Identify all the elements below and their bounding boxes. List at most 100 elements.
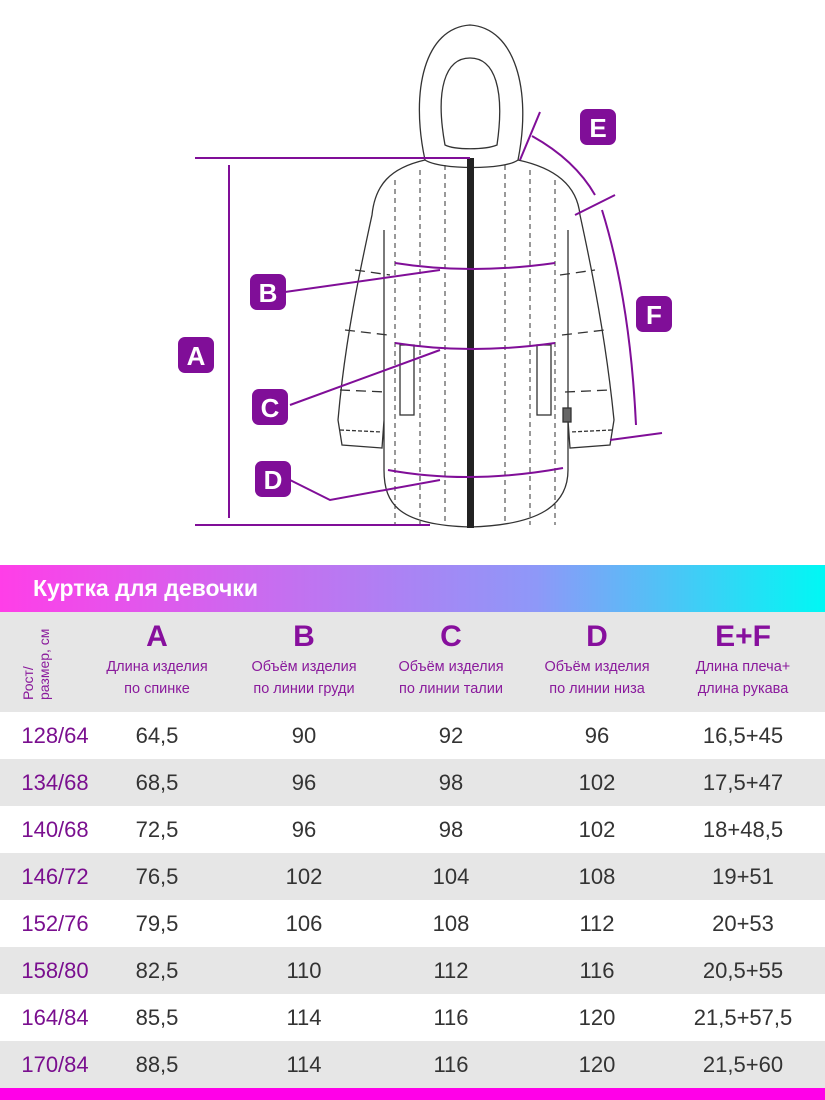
- label-a: A: [178, 337, 214, 373]
- table-row: 140/68 72,5 96 98 102 18+48,5: [0, 806, 825, 853]
- svg-text:F: F: [646, 300, 662, 330]
- table-row: 146/72 76,5 102 104 108 19+51: [0, 853, 825, 900]
- header-desc: по линии талии: [399, 681, 503, 697]
- label-f: F: [636, 296, 672, 332]
- header-letter: A: [146, 620, 168, 653]
- value-cell: 64,5: [135, 723, 179, 748]
- size-cell: 152/76: [21, 911, 89, 936]
- chart-title: Куртка для девочки: [33, 575, 258, 601]
- measurement-lines: [195, 111, 663, 526]
- value-cell: 112: [433, 958, 469, 983]
- label-d: D: [255, 461, 291, 497]
- zipper: [467, 158, 474, 528]
- value-cell: 96: [291, 817, 317, 842]
- value-cell: 92: [438, 723, 464, 748]
- value-cell: 120: [578, 1005, 616, 1030]
- size-cell: 140/68: [21, 817, 89, 842]
- value-cell: 116: [579, 958, 615, 983]
- value-cell: 90: [291, 723, 317, 748]
- table-row: 164/84 85,5 114 116 120 21,5+57,5: [0, 994, 825, 1041]
- size-cell: 128/64: [21, 723, 89, 748]
- value-cell: 102: [578, 817, 616, 842]
- value-cell: 88,5: [135, 1052, 179, 1077]
- table-header: Рост/ размер, см A Длина изделия по спинке…: [0, 612, 825, 712]
- table-row: 134/68 68,5 96 98 102 17,5+47: [0, 759, 825, 806]
- header-col-d: D Объём изделия по линии низа: [524, 612, 670, 700]
- footer-bar: [0, 1088, 825, 1100]
- table-row: 158/80 82,5 110 112 116 20,5+55: [0, 947, 825, 994]
- value-cell: 76,5: [135, 864, 179, 889]
- value-cell: 120: [578, 1052, 616, 1077]
- value-cell: 20,5+55: [702, 958, 784, 983]
- value-cell: 19+51: [712, 864, 774, 889]
- size-cell: 170/84: [21, 1052, 89, 1077]
- header-desc: Длина изделия: [106, 659, 208, 675]
- value-cell: 96: [291, 770, 317, 795]
- size-column-header: Рост/ размер, см: [20, 610, 52, 700]
- header-col-b: B Объём изделия по линии груди: [231, 612, 377, 700]
- header-col-a: A Длина изделия по спинке: [84, 612, 230, 700]
- value-cell: 85,5: [135, 1005, 179, 1030]
- label-c: C: [252, 389, 288, 425]
- header-desc: по спинке: [124, 681, 190, 697]
- value-cell: 72,5: [135, 817, 179, 842]
- header-col-ef: E+F Длина плеча+ длина рукава: [670, 612, 816, 700]
- value-cell: 116: [433, 1052, 469, 1077]
- value-cell: 102: [578, 770, 616, 795]
- header-letter: B: [293, 620, 315, 653]
- size-cell: 134/68: [21, 770, 89, 795]
- svg-text:C: C: [261, 393, 280, 423]
- header-desc: по линии низа: [549, 681, 645, 697]
- header-desc: Объём изделия: [544, 659, 650, 675]
- header-letter: C: [440, 620, 462, 653]
- value-cell: 98: [438, 817, 464, 842]
- value-cell: 98: [438, 770, 464, 795]
- svg-text:D: D: [264, 465, 283, 495]
- header-desc: по линии груди: [253, 681, 355, 697]
- value-cell: 114: [286, 1005, 322, 1030]
- value-cell: 116: [433, 1005, 469, 1030]
- value-cell: 21,5+57,5: [693, 1005, 793, 1030]
- jacket-outline: [337, 24, 615, 528]
- value-cell: 79,5: [135, 911, 179, 936]
- header-letter: D: [586, 620, 608, 653]
- header-letter: E+F: [715, 620, 771, 653]
- value-cell: 96: [584, 723, 610, 748]
- table-row: 128/64 64,5 90 92 96 16,5+45: [0, 712, 825, 759]
- value-cell: 108: [578, 864, 616, 889]
- value-cell: 112: [579, 911, 615, 936]
- header-desc: длина рукава: [697, 681, 789, 697]
- header-col-c: C Объём изделия по линии талии: [378, 612, 524, 700]
- jacket-diagram: A B C D E F: [178, 24, 672, 528]
- value-cell: 106: [285, 911, 323, 936]
- value-cell: 20+53: [712, 911, 774, 936]
- header-desc: Объём изделия: [398, 659, 504, 675]
- value-cell: 110: [286, 958, 322, 983]
- value-cell: 68,5: [135, 770, 179, 795]
- header-desc: Длина плеча+: [695, 659, 791, 675]
- size-cell: 146/72: [21, 864, 89, 889]
- value-cell: 82,5: [135, 958, 179, 983]
- label-e: E: [580, 109, 616, 145]
- size-cell: 158/80: [21, 958, 89, 983]
- diagram-labels: A B C D E F: [178, 109, 672, 497]
- value-cell: 114: [286, 1052, 322, 1077]
- svg-text:E: E: [589, 113, 606, 143]
- value-cell: 21,5+60: [702, 1052, 784, 1077]
- label-b: B: [250, 274, 286, 310]
- value-cell: 16,5+45: [702, 723, 784, 748]
- value-cell: 18+48,5: [702, 817, 784, 842]
- size-label-line1: Рост/: [20, 666, 36, 700]
- size-cell: 164/84: [21, 1005, 89, 1030]
- value-cell: 17,5+47: [702, 770, 784, 795]
- value-cell: 104: [432, 864, 470, 889]
- size-label-line2: размер, см: [36, 628, 52, 700]
- svg-text:B: B: [259, 278, 278, 308]
- table-row: 170/84 88,5 114 116 120 21,5+60: [0, 1041, 825, 1088]
- svg-text:A: A: [187, 341, 206, 371]
- header-desc: Объём изделия: [251, 659, 357, 675]
- title-band: Куртка для девочки: [0, 565, 825, 612]
- value-cell: 102: [285, 864, 323, 889]
